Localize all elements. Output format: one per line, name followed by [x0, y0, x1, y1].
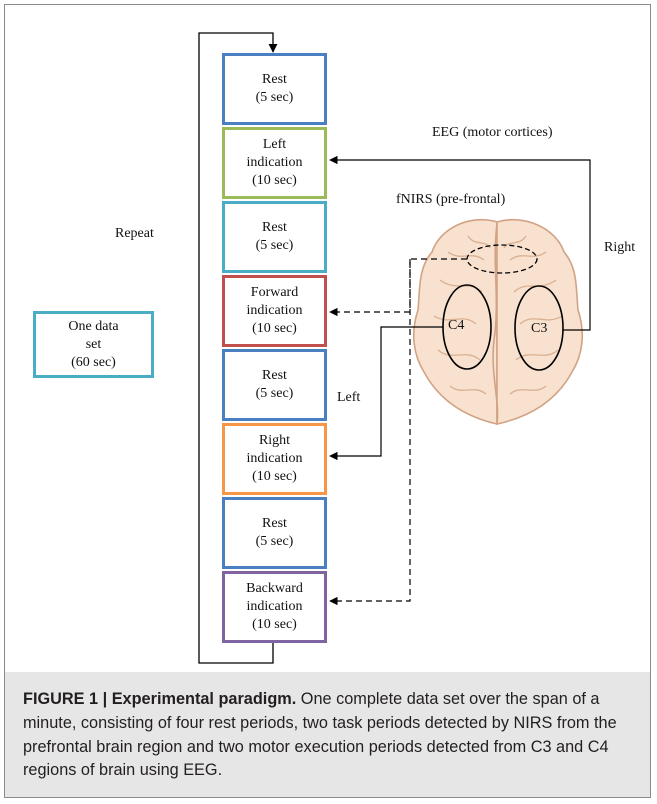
eeg-label: EEG (motor cortices): [432, 125, 553, 140]
caption-band: [5, 672, 650, 797]
brain-illustration: [412, 218, 584, 426]
left-label: Left: [337, 390, 361, 405]
c3-region-ellipse: [514, 285, 564, 371]
forward-indication-box-label: Forward indication (10 sec): [246, 285, 303, 336]
rest-box-4: Rest (5 sec): [222, 497, 327, 569]
figure-caption: FIGURE 1 | Experimental paradigm. One co…: [23, 688, 633, 783]
right-indication-box: Right indication (10 sec): [222, 423, 327, 495]
one-data-set-box: One data set (60 sec): [33, 311, 154, 378]
c4-label: C4: [448, 318, 465, 333]
backward-indication-box: Backward indication (10 sec): [222, 571, 327, 643]
left-indication-box-label: Left indication (10 sec): [246, 137, 303, 188]
fnirs-label: fNIRS (pre-frontal): [396, 192, 506, 207]
caption-title: FIGURE 1 | Experimental paradigm.: [23, 690, 297, 708]
rest-box-2-label: Rest (5 sec): [255, 220, 294, 253]
one-data-set-label: One data set (60 sec): [68, 318, 119, 370]
repeat-label: Repeat: [115, 226, 154, 241]
caption-text: One complete data set over the span of a…: [23, 690, 617, 780]
repeat-loop-line: [198, 32, 278, 664]
right-indication-box-label: Right indication (10 sec): [246, 433, 303, 484]
rest-box-2: Rest (5 sec): [222, 201, 327, 273]
rest-box-4-label: Rest (5 sec): [255, 516, 294, 549]
fnirs-to-forward-arrow: [329, 258, 467, 317]
rest-box-1-label: Rest (5 sec): [255, 72, 294, 105]
fnirs-to-backward-arrow: [329, 259, 411, 606]
rest-box-1: Rest (5 sec): [222, 53, 327, 125]
left-indication-box: Left indication (10 sec): [222, 127, 327, 199]
rest-box-3-label: Rest (5 sec): [255, 368, 294, 401]
c3-label: C3: [531, 321, 548, 336]
eeg-c4-to-right-arrow: [329, 326, 443, 461]
backward-indication-box-label: Backward indication (10 sec): [246, 581, 303, 632]
eeg-c3-to-left-arrow: [329, 155, 591, 331]
forward-indication-box: Forward indication (10 sec): [222, 275, 327, 347]
right-label: Right: [604, 240, 636, 255]
rest-box-3: Rest (5 sec): [222, 349, 327, 421]
